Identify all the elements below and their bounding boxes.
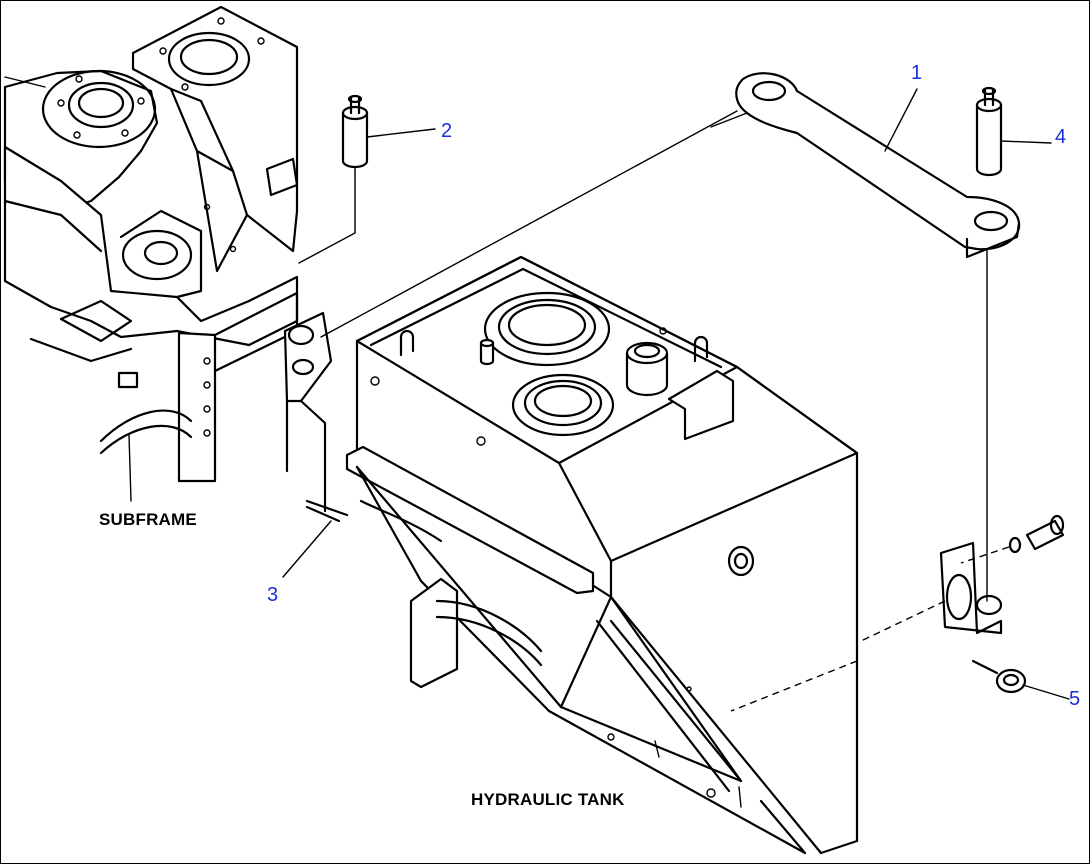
subframe-assembly — [3, 5, 333, 513]
hydraulic-tank-label: HYDRAULIC TANK — [471, 790, 625, 809]
pin-part-4 — [975, 86, 1052, 177]
mount-bracket — [730, 514, 1065, 712]
callout-3: 3 — [267, 584, 279, 606]
cotter-pin-part-3 — [282, 499, 349, 578]
pin-part-5 — [971, 659, 1070, 700]
hydraulic-tank — [320, 110, 859, 855]
callout-1: 1 — [911, 62, 923, 84]
pin-part-2 — [298, 94, 436, 264]
callout-2: 2 — [441, 120, 453, 142]
callout-5: 5 — [1069, 688, 1081, 710]
callout-4: 4 — [1055, 126, 1067, 148]
subframe-label: SUBFRAME — [99, 510, 197, 529]
link-bar-part-1 — [710, 72, 1021, 602]
